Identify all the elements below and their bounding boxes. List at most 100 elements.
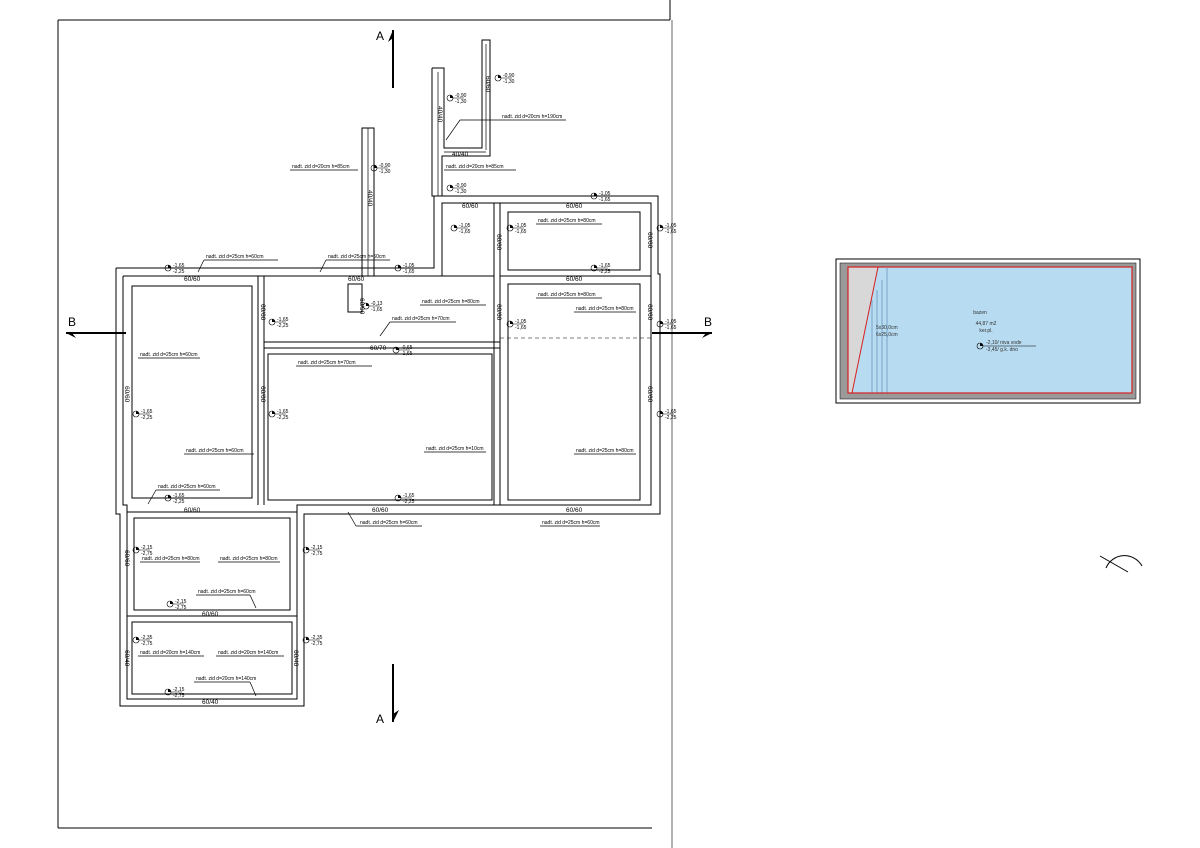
beam-label: 60/60: [646, 304, 653, 321]
beam-label: 60/60: [184, 276, 201, 283]
wall-note: nadt. zid d=25cm h=80cm: [538, 218, 596, 224]
section-marker-a-top: A: [376, 29, 394, 88]
section-marker-b-left: B: [66, 315, 126, 338]
level-marker: -2,35-2,75: [302, 635, 323, 647]
level-marker: -0,90-1,30: [446, 93, 467, 105]
beam-label: 60/60: [646, 232, 653, 249]
beam-label: 60/60: [348, 276, 365, 283]
level-marker: -1,05-1,65: [506, 319, 527, 331]
svg-text:-1,65: -1,65: [599, 197, 611, 203]
level-marker: -0,65-1,65: [392, 345, 413, 357]
beam-label: 60/60: [123, 386, 130, 403]
wall-note: nadt. zid d=25cm h=70cm: [298, 360, 356, 366]
wall-note: nadt. zid d=25cm h=60cm: [140, 352, 198, 358]
beam-label: 60/70: [370, 345, 387, 352]
pool-area: 44,87 m2: [976, 321, 997, 327]
beam-label: 60/40: [292, 650, 299, 667]
wall-note: nadt. zid d=25cm h=80cm: [422, 299, 480, 305]
pool-water-level: -2,10/ niva vode: [986, 340, 1022, 346]
svg-text:-2,15: -2,15: [311, 545, 323, 551]
svg-text:-2,75: -2,75: [173, 693, 185, 699]
pool-bottom-level: -3,45/ g.k. dno: [986, 347, 1018, 353]
svg-text:-1,05: -1,05: [599, 191, 611, 197]
svg-text:-0,90: -0,90: [455, 183, 467, 189]
level-marker: -2,15-2,75: [164, 687, 185, 699]
svg-text:-0,65: -0,65: [401, 345, 413, 351]
svg-text:-1,65: -1,65: [665, 409, 677, 415]
pool-step-dim: 5x30,0cm: [876, 325, 898, 331]
level-marker: -1,65-2,25: [656, 409, 677, 421]
beam-label: 60/60: [123, 550, 130, 567]
svg-text:-2,25: -2,25: [173, 499, 185, 505]
level-marker: -2,15-2,75: [166, 599, 187, 611]
svg-text:-2,75: -2,75: [141, 641, 153, 647]
sheet-frame: [57, 0, 673, 848]
beam-label: 60/60: [646, 386, 653, 403]
svg-text:-1,65: -1,65: [277, 409, 289, 415]
wall-note: nadt. zid d=25cm h=60cm: [360, 520, 418, 526]
svg-text:-1,65: -1,65: [277, 317, 289, 323]
level-marker: -0,90-1,30: [494, 73, 515, 85]
level-marker: -1,05-1,65: [590, 191, 611, 203]
stub-walls: [361, 39, 491, 277]
beam-label: 60/60: [566, 276, 583, 283]
section-label: A: [376, 712, 384, 726]
wall-notes: nadt. zid d=20cm h=190cm nadt. zid d=20c…: [138, 114, 636, 697]
beam-label: 60/90: [358, 298, 365, 315]
svg-text:-0,90: -0,90: [379, 163, 391, 169]
svg-text:-1,05: -1,05: [665, 223, 677, 229]
svg-text:-2,75: -2,75: [311, 551, 323, 557]
svg-text:-2,25: -2,25: [277, 415, 289, 421]
svg-text:-1,65: -1,65: [459, 229, 471, 235]
section-marker-b-right: B: [652, 315, 712, 338]
svg-text:-1,65: -1,65: [141, 409, 153, 415]
wall-note: nadt. zid d=25cm h=80cm: [576, 306, 634, 312]
svg-text:-2,25: -2,25: [173, 269, 185, 275]
level-marker: -1,65-2,25: [268, 317, 289, 329]
svg-text:-2,35: -2,35: [311, 635, 323, 641]
pool-plan: bazen 44,87 m2 ker.pl. 5x30,0cm 6x25,0cm…: [835, 258, 1141, 404]
wall-note: nadt. zid d=20cm h=140cm: [140, 650, 200, 656]
level-marker: -1,65-2,25: [394, 493, 415, 505]
level-marker: -1,65-2,25: [268, 409, 289, 421]
level-markers: -0,90-1,30 -0,90-1,30 -0,90-1,30 -0,90-1…: [132, 73, 677, 699]
svg-text:-1,65: -1,65: [401, 351, 413, 357]
north-arrow: [1099, 555, 1143, 573]
svg-text:-2,75: -2,75: [141, 551, 153, 557]
level-marker: -0,90-1,30: [446, 183, 467, 195]
svg-text:-2,25: -2,25: [141, 415, 153, 421]
wall-note: nadt. zid d=20cm h=85cm: [446, 164, 504, 170]
svg-text:-1,30: -1,30: [503, 79, 515, 85]
wall-note: nadt. zid d=20cm h=140cm: [218, 650, 278, 656]
svg-text:-1,65: -1,65: [403, 493, 415, 499]
level-marker: -1,05-1,65: [450, 223, 471, 235]
svg-text:-0,13: -0,13: [371, 301, 383, 307]
level-marker: -1,05-1,65: [656, 223, 677, 235]
wall-note: nadt. zid d=25cm h=60cm: [542, 520, 600, 526]
svg-text:-1,65: -1,65: [173, 493, 185, 499]
level-marker: -1,05-1,65: [656, 319, 677, 331]
wall-note: nadt. zid d=25cm h=60cm: [186, 448, 244, 454]
svg-text:-1,65: -1,65: [515, 325, 527, 331]
level-marker: -0,90-1,30: [370, 163, 391, 175]
svg-text:-1,65: -1,65: [599, 263, 611, 269]
section-label: B: [68, 315, 76, 329]
beam-label: 60/60: [202, 611, 219, 618]
wall-note: nadt. zid d=25cm h=70cm: [392, 316, 450, 322]
svg-text:-1,05: -1,05: [403, 263, 415, 269]
svg-text:-1,30: -1,30: [455, 189, 467, 195]
pool-finish: ker.pl.: [979, 328, 992, 334]
rooms: [127, 203, 651, 695]
wall-note: nadt. zid d=25cm h=60cm: [198, 589, 256, 595]
section-marker-a-bottom: A: [376, 664, 399, 726]
svg-text:-1,65: -1,65: [371, 307, 383, 313]
svg-text:-2,25: -2,25: [403, 499, 415, 505]
beam-label: 60/60: [495, 234, 502, 251]
svg-text:-1,65: -1,65: [665, 229, 677, 235]
wall-note: nadt. zid d=25cm h=10cm: [426, 446, 484, 452]
level-marker: -2,15-2,75: [302, 545, 323, 557]
svg-text:-1,05: -1,05: [515, 319, 527, 325]
beam-label: 60/60: [566, 507, 583, 514]
svg-text:-2,75: -2,75: [311, 641, 323, 647]
